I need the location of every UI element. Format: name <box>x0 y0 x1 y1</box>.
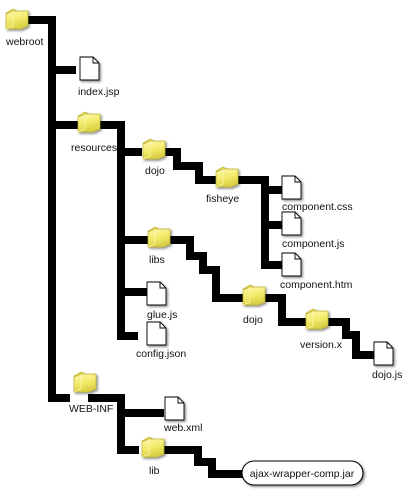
folder-icon <box>305 308 329 330</box>
node-label: dojo <box>145 165 165 177</box>
connector-web-inf-spine <box>88 394 139 454</box>
folder-icon <box>5 8 29 30</box>
node-web-inf: WEB-INF <box>69 371 113 415</box>
file-icon <box>164 396 185 421</box>
connectors <box>22 16 374 478</box>
node-fisheye: fisheye <box>206 166 239 205</box>
connector-dojo-version-x <box>264 294 306 326</box>
node-label: component.css <box>282 201 353 213</box>
connector-version-x-dojo-js <box>327 318 374 359</box>
node-label: component.htm <box>280 279 353 291</box>
node-label: resources <box>71 142 117 154</box>
node-label: fisheye <box>206 193 239 205</box>
node-label: web.xml <box>163 422 203 434</box>
node-dojo-lib: dojo <box>242 284 266 326</box>
file-icon <box>281 175 302 200</box>
folder-icon <box>142 138 166 160</box>
connector-dojo-fisheye <box>162 148 216 184</box>
node-web-xml: web.xml <box>163 396 203 434</box>
file-icon <box>281 211 302 236</box>
node-label: version.x <box>300 339 343 351</box>
folder-icon <box>242 284 266 306</box>
node-resources: resources <box>71 111 117 154</box>
file-icon <box>281 252 302 277</box>
folder-icon <box>147 226 171 248</box>
jar-archive-icon <box>241 460 364 486</box>
node-label: webroot <box>5 36 43 48</box>
file-icon <box>373 341 394 366</box>
node-label: config.json <box>136 348 186 360</box>
node-component-js: component.js <box>281 211 344 250</box>
node-webroot: webroot <box>5 8 43 48</box>
folder-icon <box>73 371 97 393</box>
node-label: lib <box>149 465 160 477</box>
node-label: libs <box>149 254 165 266</box>
file-icon <box>146 321 167 346</box>
file-icon <box>146 281 167 306</box>
node-dojo: dojo <box>142 138 166 177</box>
node-label: dojo.js <box>372 369 402 381</box>
node-index-jsp: index.jsp <box>78 56 120 98</box>
node-label: component.js <box>282 238 344 250</box>
folder-icon <box>77 111 101 133</box>
connector-lib-jar <box>162 446 244 478</box>
node-label: dojo <box>243 314 263 326</box>
node-dojo-js: dojo.js <box>372 341 402 381</box>
node-version-x: version.x <box>300 308 343 351</box>
node-ajax-wrapper-comp-jar: ajax-wrapper-comp.jar <box>241 460 364 486</box>
node-label: index.jsp <box>78 86 120 98</box>
node-libs: libs <box>147 226 171 266</box>
node-label: ajax-wrapper-comp.jar <box>250 468 355 480</box>
connector-libs-dojo <box>168 236 244 302</box>
folder-icon <box>215 166 239 188</box>
node-component-htm: component.htm <box>280 252 353 291</box>
node-component-css: component.css <box>281 175 353 213</box>
node-label: WEB-INF <box>69 403 113 415</box>
connector-webroot-spine <box>22 16 70 402</box>
node-glue-js: glue.js <box>146 281 177 321</box>
folder-icon <box>141 436 165 458</box>
connector-resources-spine <box>96 121 138 340</box>
node-label: glue.js <box>147 309 177 321</box>
file-icon <box>79 56 100 81</box>
node-config-json: config.json <box>136 321 186 360</box>
node-lib: lib <box>141 436 165 477</box>
